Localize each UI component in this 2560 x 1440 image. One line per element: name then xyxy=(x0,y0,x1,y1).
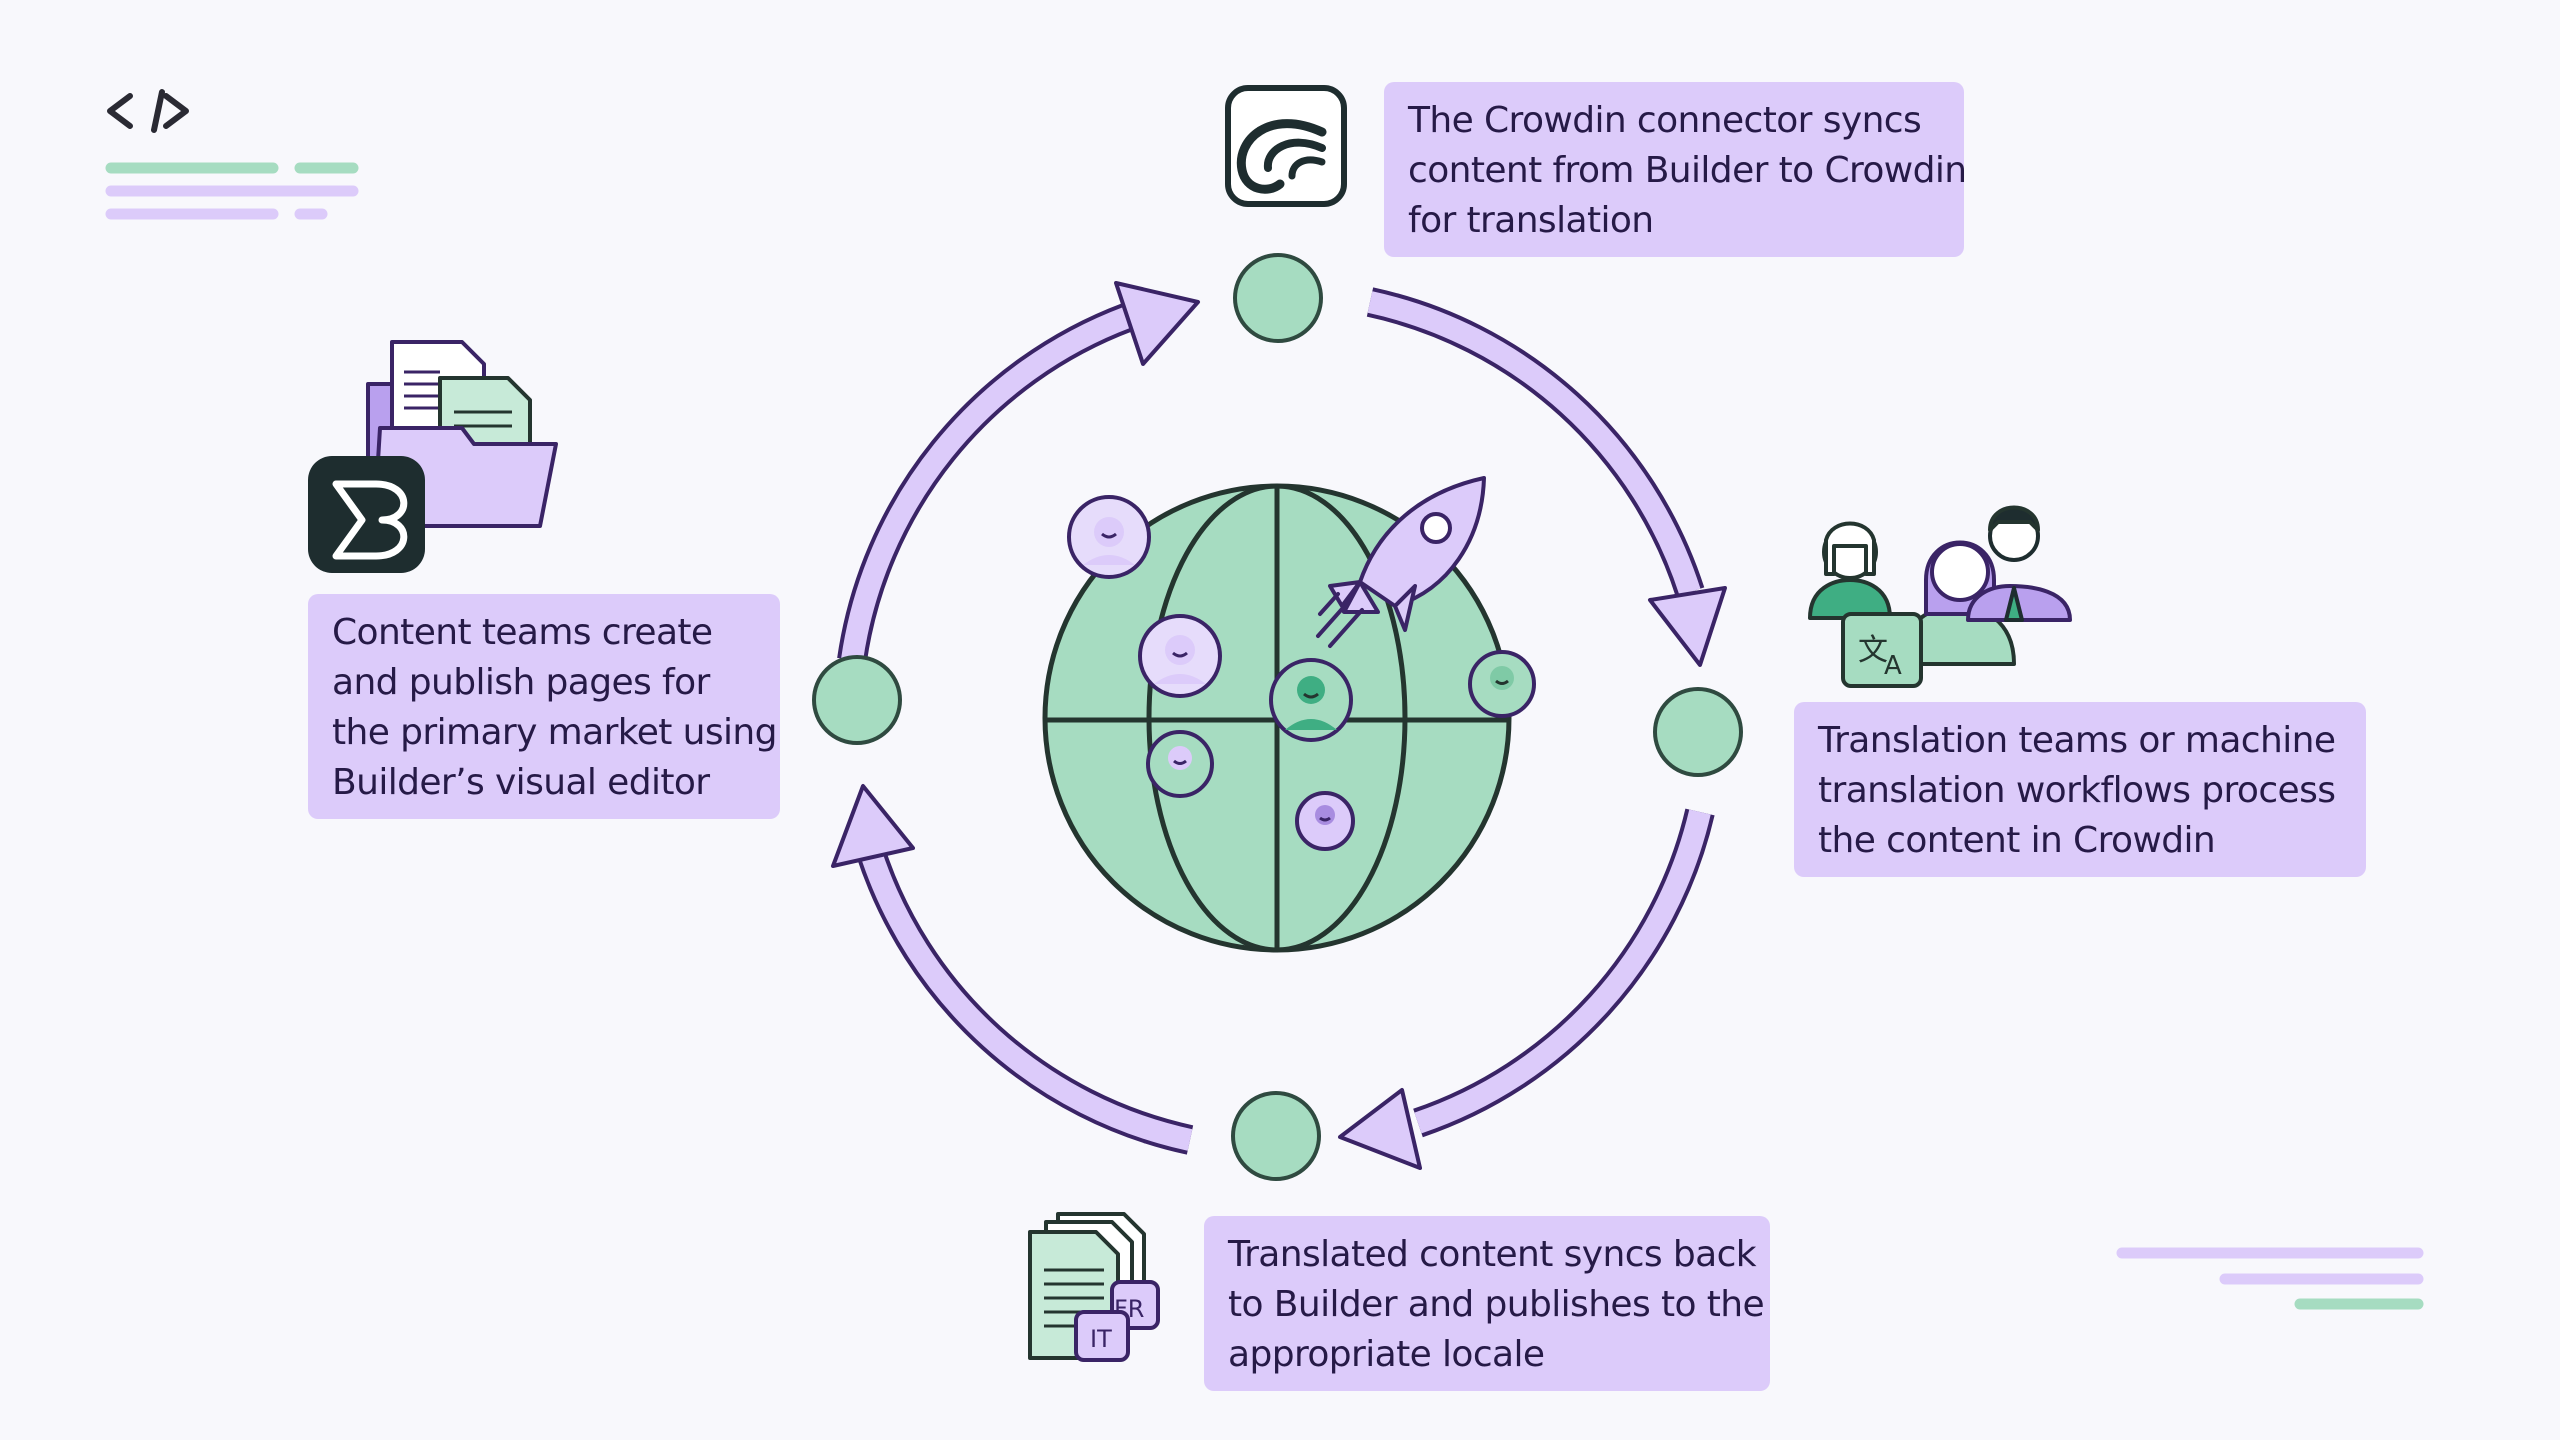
node-bottom xyxy=(1231,1091,1321,1181)
arrowhead-bottom xyxy=(1338,1088,1422,1170)
crowdin-logo-icon xyxy=(1225,85,1347,207)
arrow-arc-right-to-bottom-fill xyxy=(1414,809,1711,1134)
step-text-line: to Builder and publishes to the xyxy=(1228,1284,1765,1325)
step-crowdin-sync-label: The Crowdin connector syncs content from… xyxy=(1384,82,1967,257)
arrowhead-top xyxy=(1114,281,1200,366)
decorative-lines-top-left xyxy=(105,162,359,220)
step-text-line: Translation teams or machine xyxy=(1818,720,2336,761)
builder-logo-icon xyxy=(308,456,425,573)
code-brackets-icon xyxy=(107,89,189,133)
locale-badge-it-label: IT xyxy=(1090,1325,1112,1353)
arrowhead-left xyxy=(831,784,915,868)
globe-avatars xyxy=(1067,495,1536,851)
step-text-line: Content teams create xyxy=(332,612,713,653)
arrow-arc-bottom-to-left-fill xyxy=(859,846,1193,1151)
step-text-line: the content in Crowdin xyxy=(1818,820,2216,861)
step-text-line: the primary market using xyxy=(332,712,778,753)
avatar xyxy=(1269,658,1353,742)
svg-text:A: A xyxy=(1884,651,1902,681)
cycle-arrows xyxy=(831,281,1727,1170)
step-builder-create-label: Content teams create and publish pages f… xyxy=(308,594,780,819)
cycle-nodes xyxy=(812,253,1743,1181)
step-text-line: for translation xyxy=(1408,200,1654,241)
avatar xyxy=(1138,614,1222,698)
step-text-line: and publish pages for xyxy=(332,662,710,703)
arrowhead-right xyxy=(1648,586,1727,667)
translate-icon: 文 A xyxy=(1841,612,1923,688)
node-top xyxy=(1233,253,1323,343)
locale-badge-it xyxy=(1074,1310,1130,1362)
avatar xyxy=(1468,650,1536,718)
step-translation-label: Translation teams or machine translation… xyxy=(1794,702,2366,877)
node-right xyxy=(1653,687,1743,777)
avatar xyxy=(1295,791,1355,851)
rocket-icon xyxy=(1316,476,1486,648)
localized-documents-icon: FR IT xyxy=(1028,1212,1160,1362)
avatar xyxy=(1146,730,1214,798)
step-text-line: translation workflows process xyxy=(1818,770,2336,811)
decorative-lines-bottom-right xyxy=(2116,1247,2424,1310)
step-text-line: Translated content syncs back xyxy=(1228,1234,1757,1275)
arrow-arc-top-to-right-fill xyxy=(1367,291,1701,596)
step-text-line: content from Builder to Crowdin xyxy=(1408,150,1967,191)
step-text-line: appropriate locale xyxy=(1228,1334,1545,1375)
avatar xyxy=(1067,495,1151,579)
arrow-arc-left-to-top-fill xyxy=(841,306,1132,662)
step-text-line: Builder’s visual editor xyxy=(332,762,710,803)
step-text-line: The Crowdin connector syncs xyxy=(1408,100,1922,141)
node-left xyxy=(812,655,902,745)
svg-text:文: 文 xyxy=(1858,633,1888,668)
step-sync-back-label: Translated content syncs back to Builder… xyxy=(1204,1216,1770,1391)
